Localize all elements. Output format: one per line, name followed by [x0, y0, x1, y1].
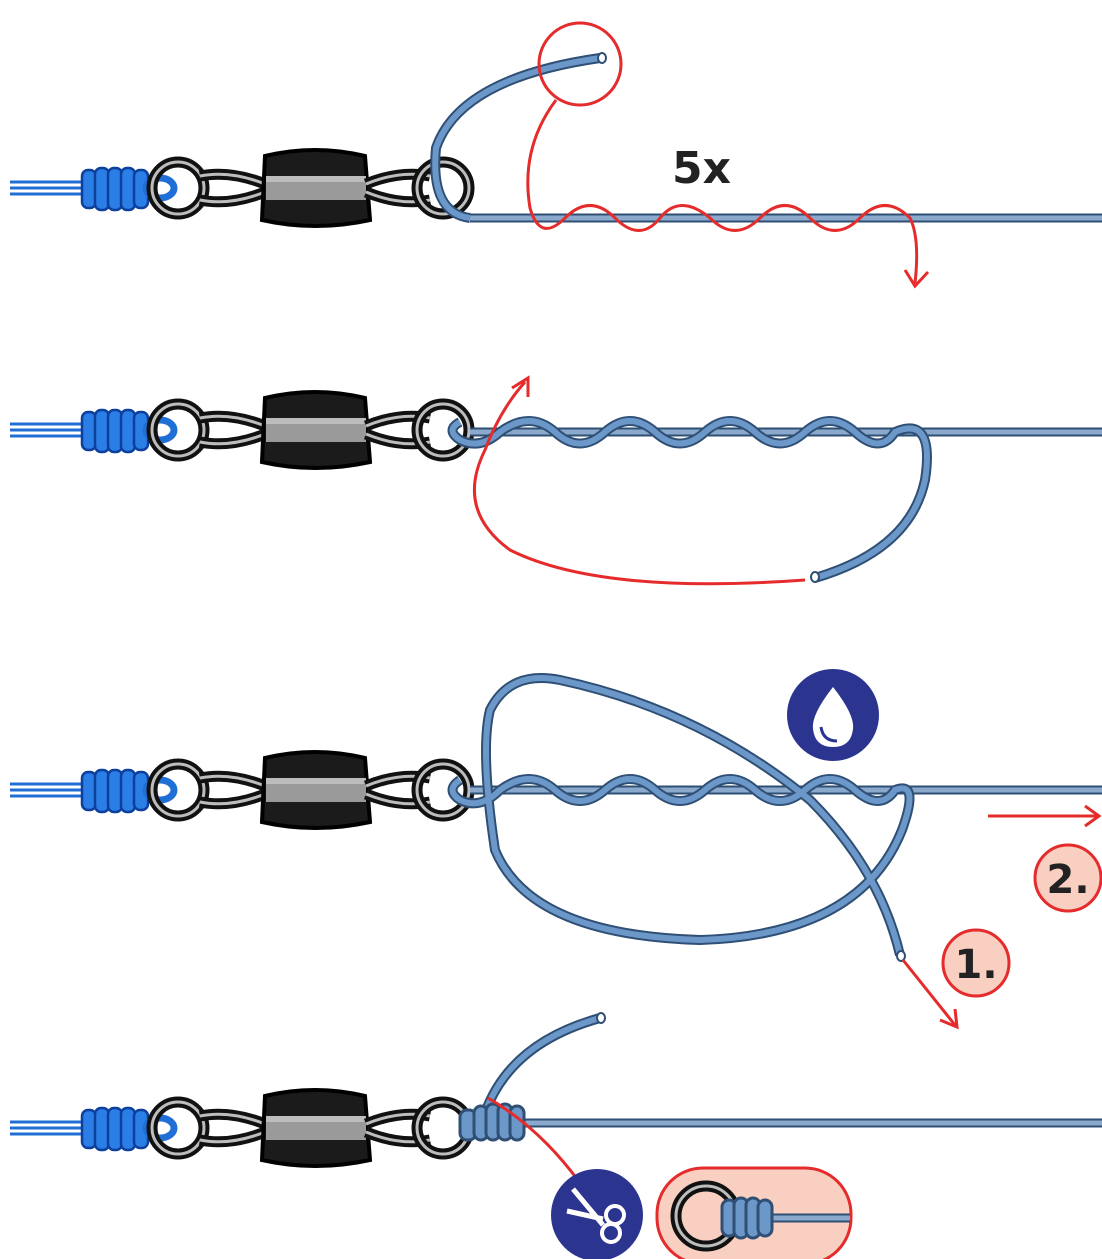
svg-text:2.: 2.: [1046, 857, 1089, 903]
barrel-swivel: [152, 150, 469, 226]
step-order-badge-2: 2.: [1033, 843, 1102, 913]
finished-knot-closeup: [655, 1166, 853, 1259]
step-3: 1. 2.: [10, 669, 1102, 1030]
return-arrow: [472, 381, 806, 586]
wrap-count-label: 5x: [672, 143, 731, 194]
barrel-swivel: [152, 1090, 469, 1166]
step-2: [10, 375, 1102, 586]
trimmed-tag-end: [480, 1013, 602, 1115]
wrap-path-arrow: [526, 99, 919, 284]
highlight-circle: [537, 21, 623, 107]
scissors-icon: [551, 1169, 643, 1259]
svg-text:1.: 1.: [954, 942, 997, 988]
pull-arrow-1: [901, 959, 957, 1026]
water-drop-icon: [787, 669, 879, 761]
finished-knot: [458, 1102, 526, 1142]
step-1: 5x: [10, 21, 1102, 289]
barrel-swivel: [152, 392, 469, 468]
step-order-badge-1: 1.: [941, 928, 1011, 998]
step-4: [10, 1012, 1102, 1259]
cut-indicator: [487, 1096, 582, 1184]
barrel-swivel: [152, 752, 469, 828]
